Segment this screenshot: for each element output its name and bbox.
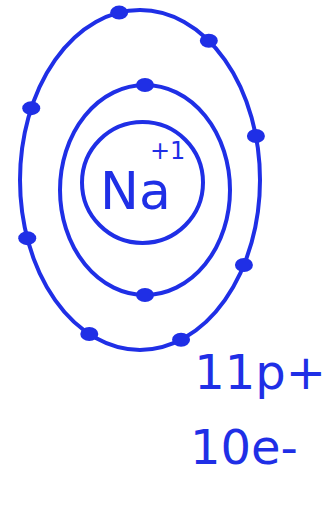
electron-group: [18, 6, 265, 347]
electron-dot: [110, 6, 128, 20]
proton-count: 11p+: [194, 345, 326, 400]
electron-dot: [136, 78, 154, 92]
electron-count: 10e-: [190, 420, 298, 475]
electron-dot: [18, 231, 36, 245]
electron-dot: [136, 288, 154, 302]
element-symbol: Na: [100, 162, 171, 222]
electron-dot: [247, 129, 265, 143]
nucleus-circle: Na+1: [80, 120, 205, 245]
electron-dot: [80, 327, 98, 341]
inner-shell: [60, 85, 230, 295]
electron-dot: [172, 333, 190, 347]
outer-shell: [20, 10, 260, 350]
electron-dot: [22, 101, 40, 115]
electron-dot: [200, 34, 218, 48]
ion-charge: +1: [150, 138, 185, 166]
electron-dot: [235, 258, 253, 272]
nucleus-ring: [82, 122, 203, 243]
